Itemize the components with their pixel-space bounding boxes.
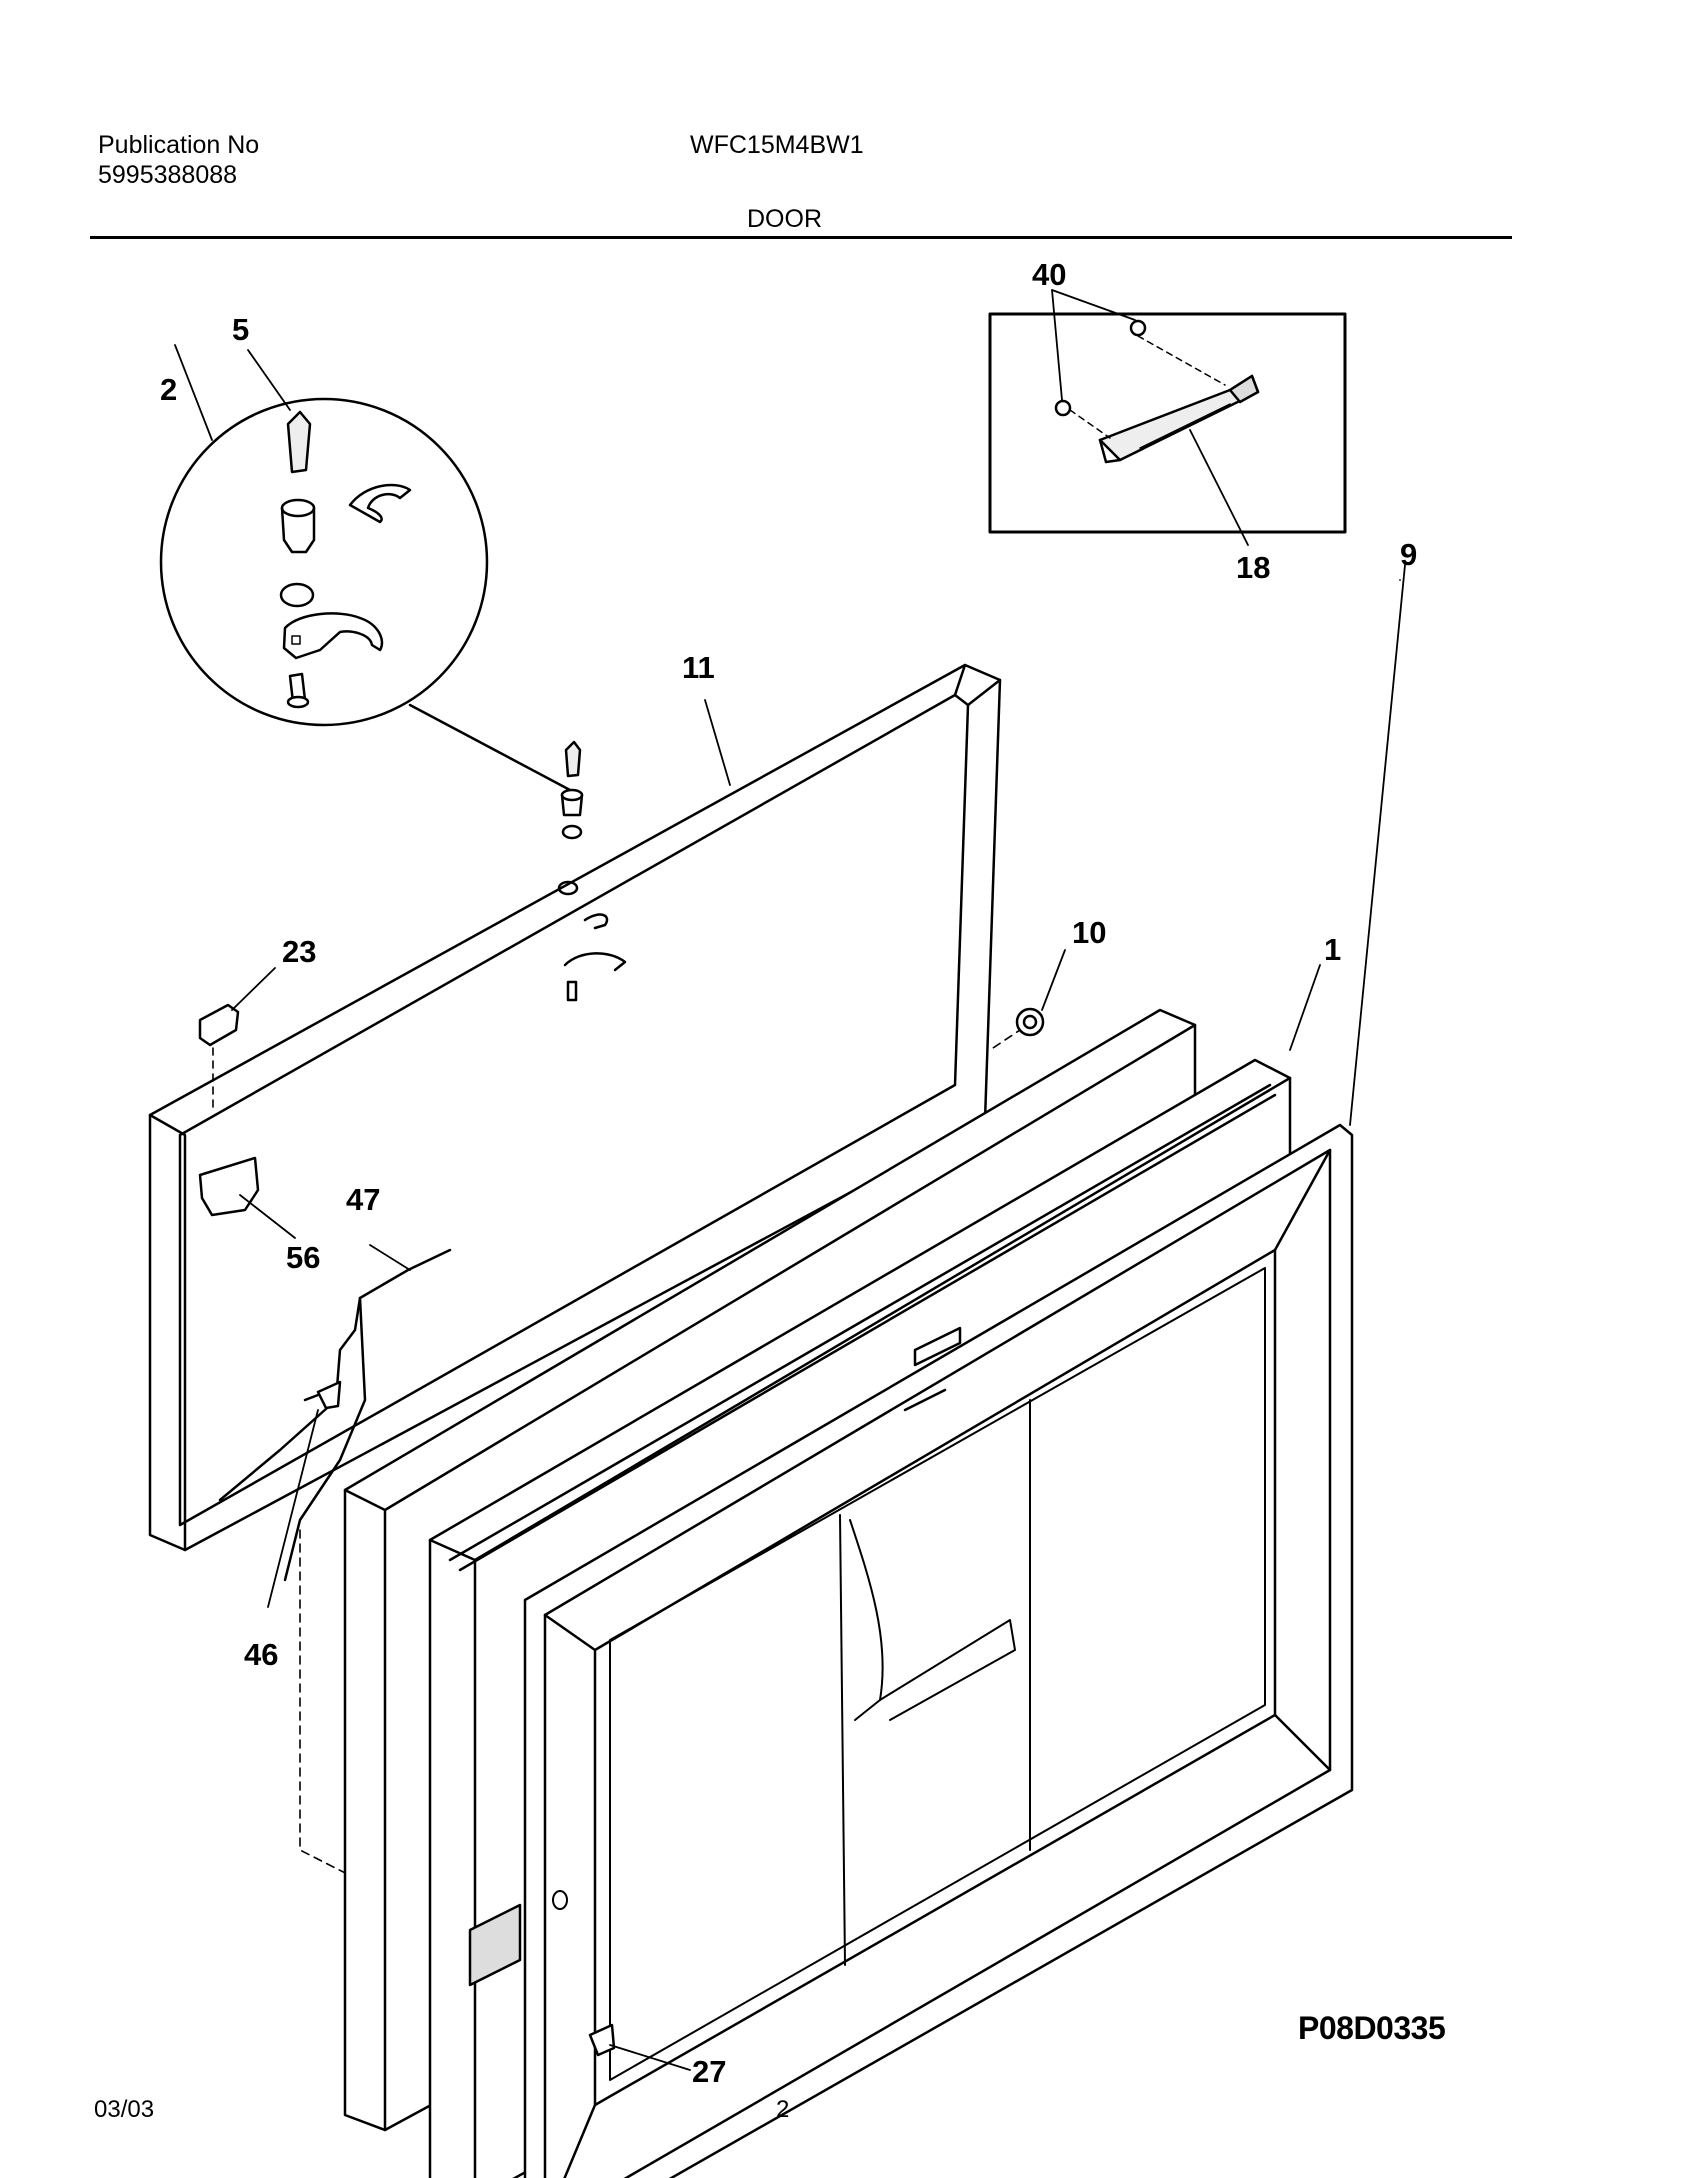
drawing-code: P08D0335 <box>1298 2010 1446 2046</box>
section-title: DOOR <box>747 205 822 233</box>
callout-1: 1 <box>1324 932 1341 967</box>
frame-lock-assembly <box>557 740 627 1002</box>
heater-wire-47 <box>218 1244 452 1582</box>
header-divider <box>90 236 1512 239</box>
leader-lines <box>174 344 1406 1126</box>
bracket-23 <box>198 967 276 1111</box>
callout-9: 9 <box>1400 537 1417 572</box>
screw-27 <box>588 2023 691 2071</box>
page-number: 2 <box>776 2096 790 2123</box>
screw-46 <box>267 1380 342 1608</box>
callout-40: 40 <box>1032 257 1066 292</box>
model-number: WFC15M4BW1 <box>690 131 864 159</box>
cup-56 <box>198 1156 296 1239</box>
callout-2: 2 <box>160 372 177 407</box>
footer-date: 03/03 <box>94 2096 155 2123</box>
callout-27: 27 <box>692 2054 726 2089</box>
callout-56: 56 <box>286 1240 320 1275</box>
publication-number: 5995388088 <box>98 161 238 189</box>
callout-5: 5 <box>232 312 249 347</box>
publication-label: Publication No <box>98 131 260 159</box>
lock-detail-circle <box>159 397 572 792</box>
callout-23: 23 <box>282 934 316 969</box>
handle-inset-box <box>988 289 1347 546</box>
callout-11: 11 <box>682 650 715 685</box>
cap-10 <box>1015 949 1066 1037</box>
callout-18: 18 <box>1236 550 1270 585</box>
door-gasket-9 <box>523 1123 1354 2178</box>
callout-10: 10 <box>1072 915 1106 950</box>
callout-47: 47 <box>346 1182 380 1217</box>
callout-46: 46 <box>244 1637 278 1672</box>
